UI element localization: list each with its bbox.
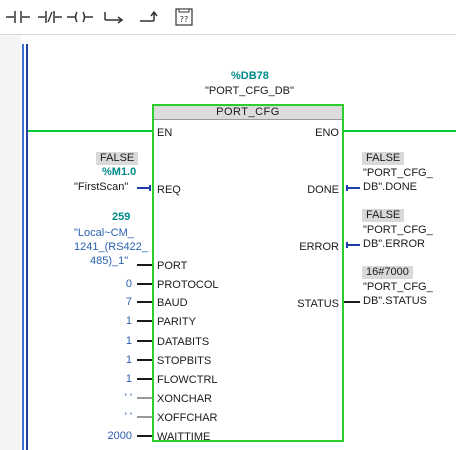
port-wire bbox=[137, 264, 152, 266]
pin-baud: BAUD bbox=[157, 297, 188, 309]
status-symbol-line1[interactable]: "PORT_CFG_ bbox=[363, 281, 433, 293]
req-wire bbox=[137, 187, 149, 189]
error-symbol-line2[interactable]: DB".ERROR bbox=[363, 238, 425, 250]
parity-value[interactable]: 1 bbox=[125, 315, 132, 327]
pin-databits: DATABITS bbox=[157, 336, 210, 348]
databits-wire bbox=[137, 340, 152, 342]
error-symbol-line1[interactable]: "PORT_CFG_ bbox=[363, 224, 433, 236]
empty-box-icon: ?? bbox=[175, 8, 193, 26]
ladder-toolbar: ?? bbox=[0, 0, 456, 35]
branch-open-button[interactable] bbox=[100, 6, 128, 28]
en-power-flow bbox=[28, 130, 152, 132]
baud-value[interactable]: 7 bbox=[125, 296, 132, 308]
coil-button[interactable] bbox=[66, 6, 94, 28]
xonchar-value[interactable]: ' ' bbox=[124, 392, 132, 404]
protocol-value[interactable]: 0 bbox=[125, 278, 132, 290]
status-monitor-value: 16#7000 bbox=[362, 266, 413, 279]
req-wire-end bbox=[149, 185, 151, 191]
req-address[interactable]: %M1.0 bbox=[102, 166, 137, 178]
nc-contact-button[interactable] bbox=[36, 6, 64, 28]
stopbits-value[interactable]: 1 bbox=[125, 354, 132, 366]
waittime-value[interactable]: 2000 bbox=[107, 430, 132, 442]
waittime-wire bbox=[137, 435, 152, 437]
empty-box-button[interactable]: ?? bbox=[170, 6, 198, 28]
port-symbol-line1[interactable]: "Local~CM_ bbox=[74, 227, 134, 239]
pin-error: ERROR bbox=[299, 241, 339, 253]
no-contact-button[interactable] bbox=[4, 6, 32, 28]
status-symbol-line2[interactable]: DB".STATUS bbox=[363, 295, 428, 307]
xoffchar-value[interactable]: ' ' bbox=[124, 411, 132, 423]
instance-db-name[interactable]: "PORT_CFG_DB" bbox=[205, 85, 294, 97]
xonchar-wire bbox=[137, 397, 152, 399]
done-wire-start bbox=[346, 185, 348, 191]
status-wire bbox=[344, 301, 360, 303]
branch-open-icon bbox=[104, 12, 124, 24]
error-monitor-value: FALSE bbox=[362, 209, 405, 222]
pin-en: EN bbox=[157, 127, 173, 139]
pin-flowctrl: FLOWCTRL bbox=[157, 374, 218, 386]
done-symbol-line2[interactable]: DB".DONE bbox=[363, 181, 418, 193]
port-value[interactable]: 259 bbox=[112, 211, 131, 223]
error-wire bbox=[348, 244, 360, 246]
req-symbol[interactable]: "FirstScan" bbox=[74, 181, 129, 193]
pin-port: PORT bbox=[157, 260, 188, 272]
left-power-rail bbox=[22, 44, 24, 450]
pin-status: STATUS bbox=[297, 298, 339, 310]
nc-contact-icon bbox=[38, 11, 62, 23]
flowctrl-wire bbox=[137, 378, 152, 380]
branch-close-button[interactable] bbox=[136, 6, 164, 28]
coil-icon bbox=[67, 11, 93, 23]
pin-req: REQ bbox=[157, 184, 181, 196]
pin-parity: PARITY bbox=[157, 316, 196, 328]
xoffchar-wire bbox=[137, 416, 152, 418]
port-symbol-line3[interactable]: 485)_1" bbox=[90, 255, 129, 267]
pin-xoffchar: XOFFCHAR bbox=[157, 412, 218, 424]
eno-power-flow bbox=[344, 130, 456, 132]
flowctrl-value[interactable]: 1 bbox=[125, 373, 132, 385]
parity-wire bbox=[137, 320, 152, 322]
req-monitor-value: FALSE bbox=[96, 152, 139, 165]
pin-xonchar: XONCHAR bbox=[157, 393, 213, 405]
databits-value[interactable]: 1 bbox=[125, 335, 132, 347]
done-monitor-value: FALSE bbox=[362, 152, 405, 165]
protocol-wire bbox=[137, 283, 152, 285]
port-cfg-block[interactable]: PORT_CFG EN REQ PORT PROTOCOL BAUD PARIT… bbox=[152, 104, 344, 443]
port-symbol-line2[interactable]: 1241_(RS422_ bbox=[74, 241, 149, 253]
pin-protocol: PROTOCOL bbox=[157, 279, 219, 291]
done-symbol-line1[interactable]: "PORT_CFG_ bbox=[363, 167, 433, 179]
pin-stopbits: STOPBITS bbox=[157, 355, 212, 367]
pin-waittime: WAITTIME bbox=[157, 431, 211, 443]
branch-close-icon bbox=[140, 10, 158, 22]
error-wire-start bbox=[346, 242, 348, 248]
baud-wire bbox=[137, 301, 152, 303]
instance-db-address[interactable]: %DB78 bbox=[231, 70, 269, 82]
done-wire bbox=[348, 187, 360, 189]
stopbits-wire bbox=[137, 359, 152, 361]
block-title: PORT_CFG bbox=[154, 106, 342, 120]
rail-gutter bbox=[0, 35, 21, 450]
svg-text:??: ?? bbox=[180, 15, 189, 24]
left-power-rail-inner bbox=[26, 44, 28, 450]
pin-done: DONE bbox=[307, 184, 339, 196]
no-contact-icon bbox=[6, 11, 30, 23]
pin-eno: ENO bbox=[315, 127, 339, 139]
